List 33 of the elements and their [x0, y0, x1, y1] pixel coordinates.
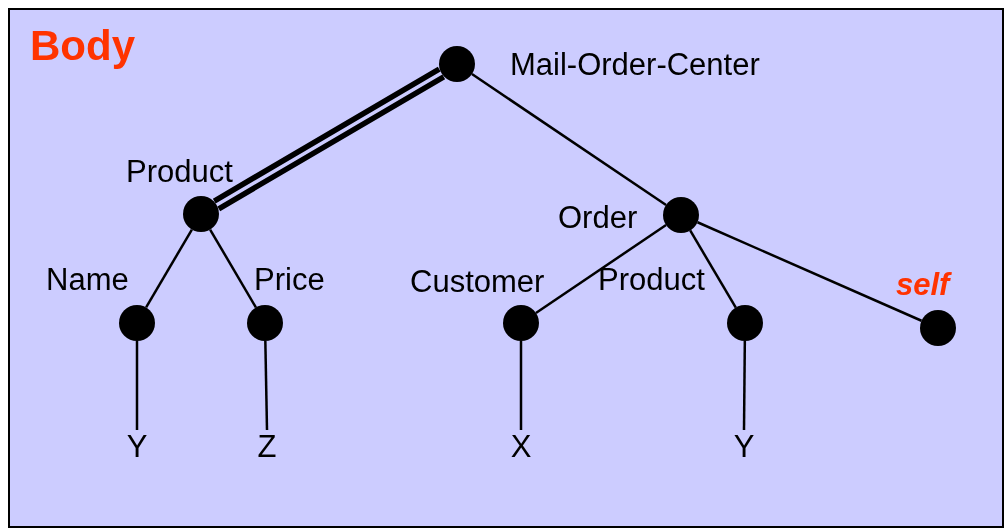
- node-label: Order: [558, 201, 638, 235]
- tree-node-dot: [920, 310, 956, 346]
- tree-node-dot: [183, 196, 219, 232]
- tree-edge: [135, 341, 139, 430]
- node-label: Name: [46, 263, 129, 297]
- tree-node-dot: [439, 46, 475, 82]
- tree-edge: [471, 73, 667, 206]
- node-label: Price: [254, 263, 325, 297]
- tree-node-dot: [119, 305, 155, 341]
- node-label: Product: [598, 263, 705, 297]
- panel-title: Body: [30, 22, 135, 70]
- tree-edge: [519, 341, 523, 430]
- tree-edge: [209, 228, 257, 309]
- tree-node-dot: [663, 197, 699, 233]
- tree-node-dot: [727, 305, 763, 341]
- leaf-value: Y: [724, 430, 764, 464]
- tree-node-dot: [503, 305, 539, 341]
- tree-edge: [689, 229, 737, 309]
- leaf-value: Z: [247, 430, 287, 464]
- tree-edge: [742, 341, 747, 430]
- tree-edge: [535, 224, 667, 314]
- emphasized-node-label: self: [896, 268, 950, 302]
- tree-edge: [145, 228, 193, 309]
- node-label: Product: [126, 155, 233, 189]
- panel-background: [8, 8, 1004, 528]
- tree-edge: [264, 340, 269, 431]
- node-label: Mail-Order-Center: [510, 48, 760, 82]
- tree-edge: [696, 221, 923, 322]
- leaf-value: Y: [117, 430, 157, 464]
- node-label: Customer: [410, 265, 545, 299]
- tree-node-dot: [247, 305, 283, 341]
- leaf-value: X: [501, 430, 541, 464]
- tree-edge: [211, 66, 447, 212]
